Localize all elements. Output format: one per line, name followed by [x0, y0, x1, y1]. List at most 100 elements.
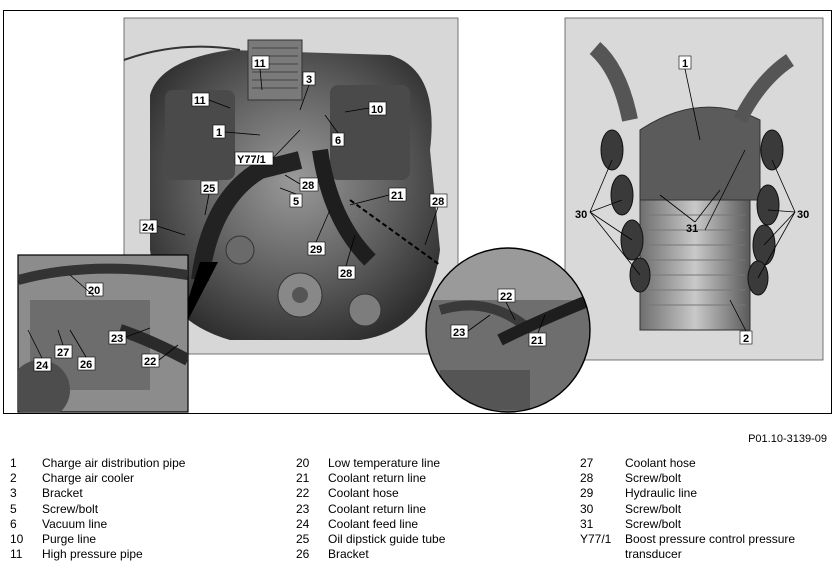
legend-description: Charge air cooler	[42, 471, 135, 486]
legend-item: 27 Coolant hose	[580, 456, 820, 471]
legend-description: Coolant hose	[328, 486, 399, 501]
legend-item: 22 Coolant hose	[296, 486, 566, 501]
callout-11: 11	[194, 95, 206, 107]
legend-number: 20	[296, 456, 310, 470]
legend-item: 1 Charge air distribution pipe	[10, 456, 270, 471]
legend-item: 24 Coolant feed line	[296, 517, 566, 532]
callout-22: 22	[144, 356, 156, 368]
callout-2: 2	[743, 333, 749, 345]
figure-id: P01.10-3139-09	[748, 433, 827, 445]
callout-22: 22	[500, 291, 512, 303]
callout-25: 25	[203, 183, 215, 195]
legend-item: 5 Screw/bolt	[10, 502, 270, 517]
legend-description: Screw/bolt	[625, 516, 682, 531]
callouts-magnifier: 22 23 21	[450, 288, 547, 347]
legend-number: 11	[10, 547, 23, 562]
legend-number: 21	[296, 471, 310, 486]
legend-number: 29	[580, 486, 594, 501]
legend-item: 21 Coolant return line	[296, 471, 566, 486]
legend-item: 31 Screw/bolt	[580, 517, 820, 532]
callout-1: 1	[216, 127, 222, 139]
callout-24: 24	[36, 360, 49, 372]
legend-description: Low temperature line	[328, 456, 441, 470]
legend-description: Coolant return line	[328, 501, 427, 516]
legend-number: 3	[10, 486, 17, 501]
legend-number: 25	[296, 532, 310, 547]
callouts-right: 1 30 31 30 2	[575, 55, 809, 345]
legend-number: 1	[10, 456, 17, 470]
callout-y77-1: Y77/1	[237, 154, 266, 166]
callout-10: 10	[371, 104, 383, 116]
callout-1: 1	[682, 58, 688, 70]
legend-item: 25 Oil dipstick guide tube	[296, 532, 566, 547]
legend-description: Oil dipstick guide tube	[328, 532, 446, 547]
callout-5: 5	[293, 196, 299, 208]
legend-description: High pressure pipe	[42, 547, 143, 562]
legend-number: 10	[10, 532, 24, 547]
callout-26: 26	[80, 359, 92, 371]
legend-description: Boost pressure control pressure transduc…	[625, 532, 796, 562]
legend-description: Coolant feed line	[328, 516, 419, 531]
legend-item: 10 Purge line	[10, 532, 270, 547]
legend-item: 28 Screw/bolt	[580, 471, 820, 486]
callout-28: 28	[340, 268, 352, 280]
legend-description: Purge line	[42, 532, 97, 547]
legend-item: 11 High pressure pipe	[10, 547, 270, 562]
legend-description: Vacuum line	[42, 516, 108, 531]
legend-number: 22	[296, 486, 310, 501]
legend-description: Bracket	[328, 547, 369, 562]
callout-11: 11	[254, 58, 266, 70]
legend-description: Charge air distribution pipe	[42, 456, 186, 470]
legend-column-1: 1 Charge air distribution pipe 2 Charge ai…	[10, 456, 270, 562]
callout-30: 30	[797, 209, 809, 221]
legend-number: 30	[580, 501, 594, 516]
legend-number: 26	[296, 547, 310, 562]
legend-description: Hydraulic line	[625, 486, 698, 501]
engine-diagram: 11 11 3 10 1 6 Y77/1 28 5 21 28 25 24 29…	[17, 17, 824, 413]
legend-number: 23	[296, 501, 310, 516]
callout-6: 6	[335, 135, 341, 147]
detail-inset-left	[17, 254, 218, 413]
leader-lines	[27, 68, 796, 361]
callout-21: 21	[531, 335, 543, 347]
legend-item: 29 Hydraulic line	[580, 486, 820, 501]
legend-description: Screw/bolt	[42, 501, 99, 516]
callout-24: 24	[142, 222, 155, 234]
callout-20: 20	[88, 285, 100, 297]
legend-number: 28	[580, 471, 594, 486]
callout-23: 23	[111, 333, 123, 345]
legend-number: 27	[580, 456, 594, 470]
legend-description: Screw/bolt	[625, 471, 682, 486]
callout-28: 28	[302, 180, 314, 192]
legend-description: Coolant hose	[625, 456, 696, 470]
callouts-main: 11 11 3 10 1 6 Y77/1 28 5 21 28 25 24 29…	[139, 55, 448, 280]
legend-item: 30 Screw/bolt	[580, 502, 820, 517]
callout-3: 3	[306, 74, 312, 86]
legend-number: Y77/1	[580, 532, 612, 547]
legend-item: 23 Coolant return line	[296, 502, 566, 517]
legend-description: Screw/bolt	[625, 501, 682, 516]
callout-28: 28	[432, 196, 444, 208]
legend-description: Bracket	[42, 486, 83, 501]
callout-30: 30	[575, 209, 587, 221]
legend-number: 31	[580, 516, 594, 531]
callout-29: 29	[310, 244, 322, 256]
callout-23: 23	[453, 327, 465, 339]
legend-item: 2 Charge air cooler	[10, 471, 270, 486]
callout-21: 21	[391, 190, 403, 202]
legend-number: 24	[296, 516, 310, 531]
legend-number: 5	[10, 501, 17, 516]
charge-air-cooler-photo	[564, 17, 824, 361]
legend-item: 3 Bracket	[10, 486, 270, 501]
legend-item: 26 Bracket	[296, 547, 566, 562]
legend-number: 2	[10, 471, 17, 486]
legend-item: 20 Low temperature line	[296, 456, 566, 471]
callout-31: 31	[686, 223, 698, 235]
legend-description: Coolant return line	[328, 471, 427, 486]
callouts-inset: 20 23 27 26 24 22	[33, 282, 160, 372]
callout-27: 27	[57, 347, 69, 359]
legend-item: Y77/1 Boost pressure control pressure tra…	[580, 532, 820, 562]
